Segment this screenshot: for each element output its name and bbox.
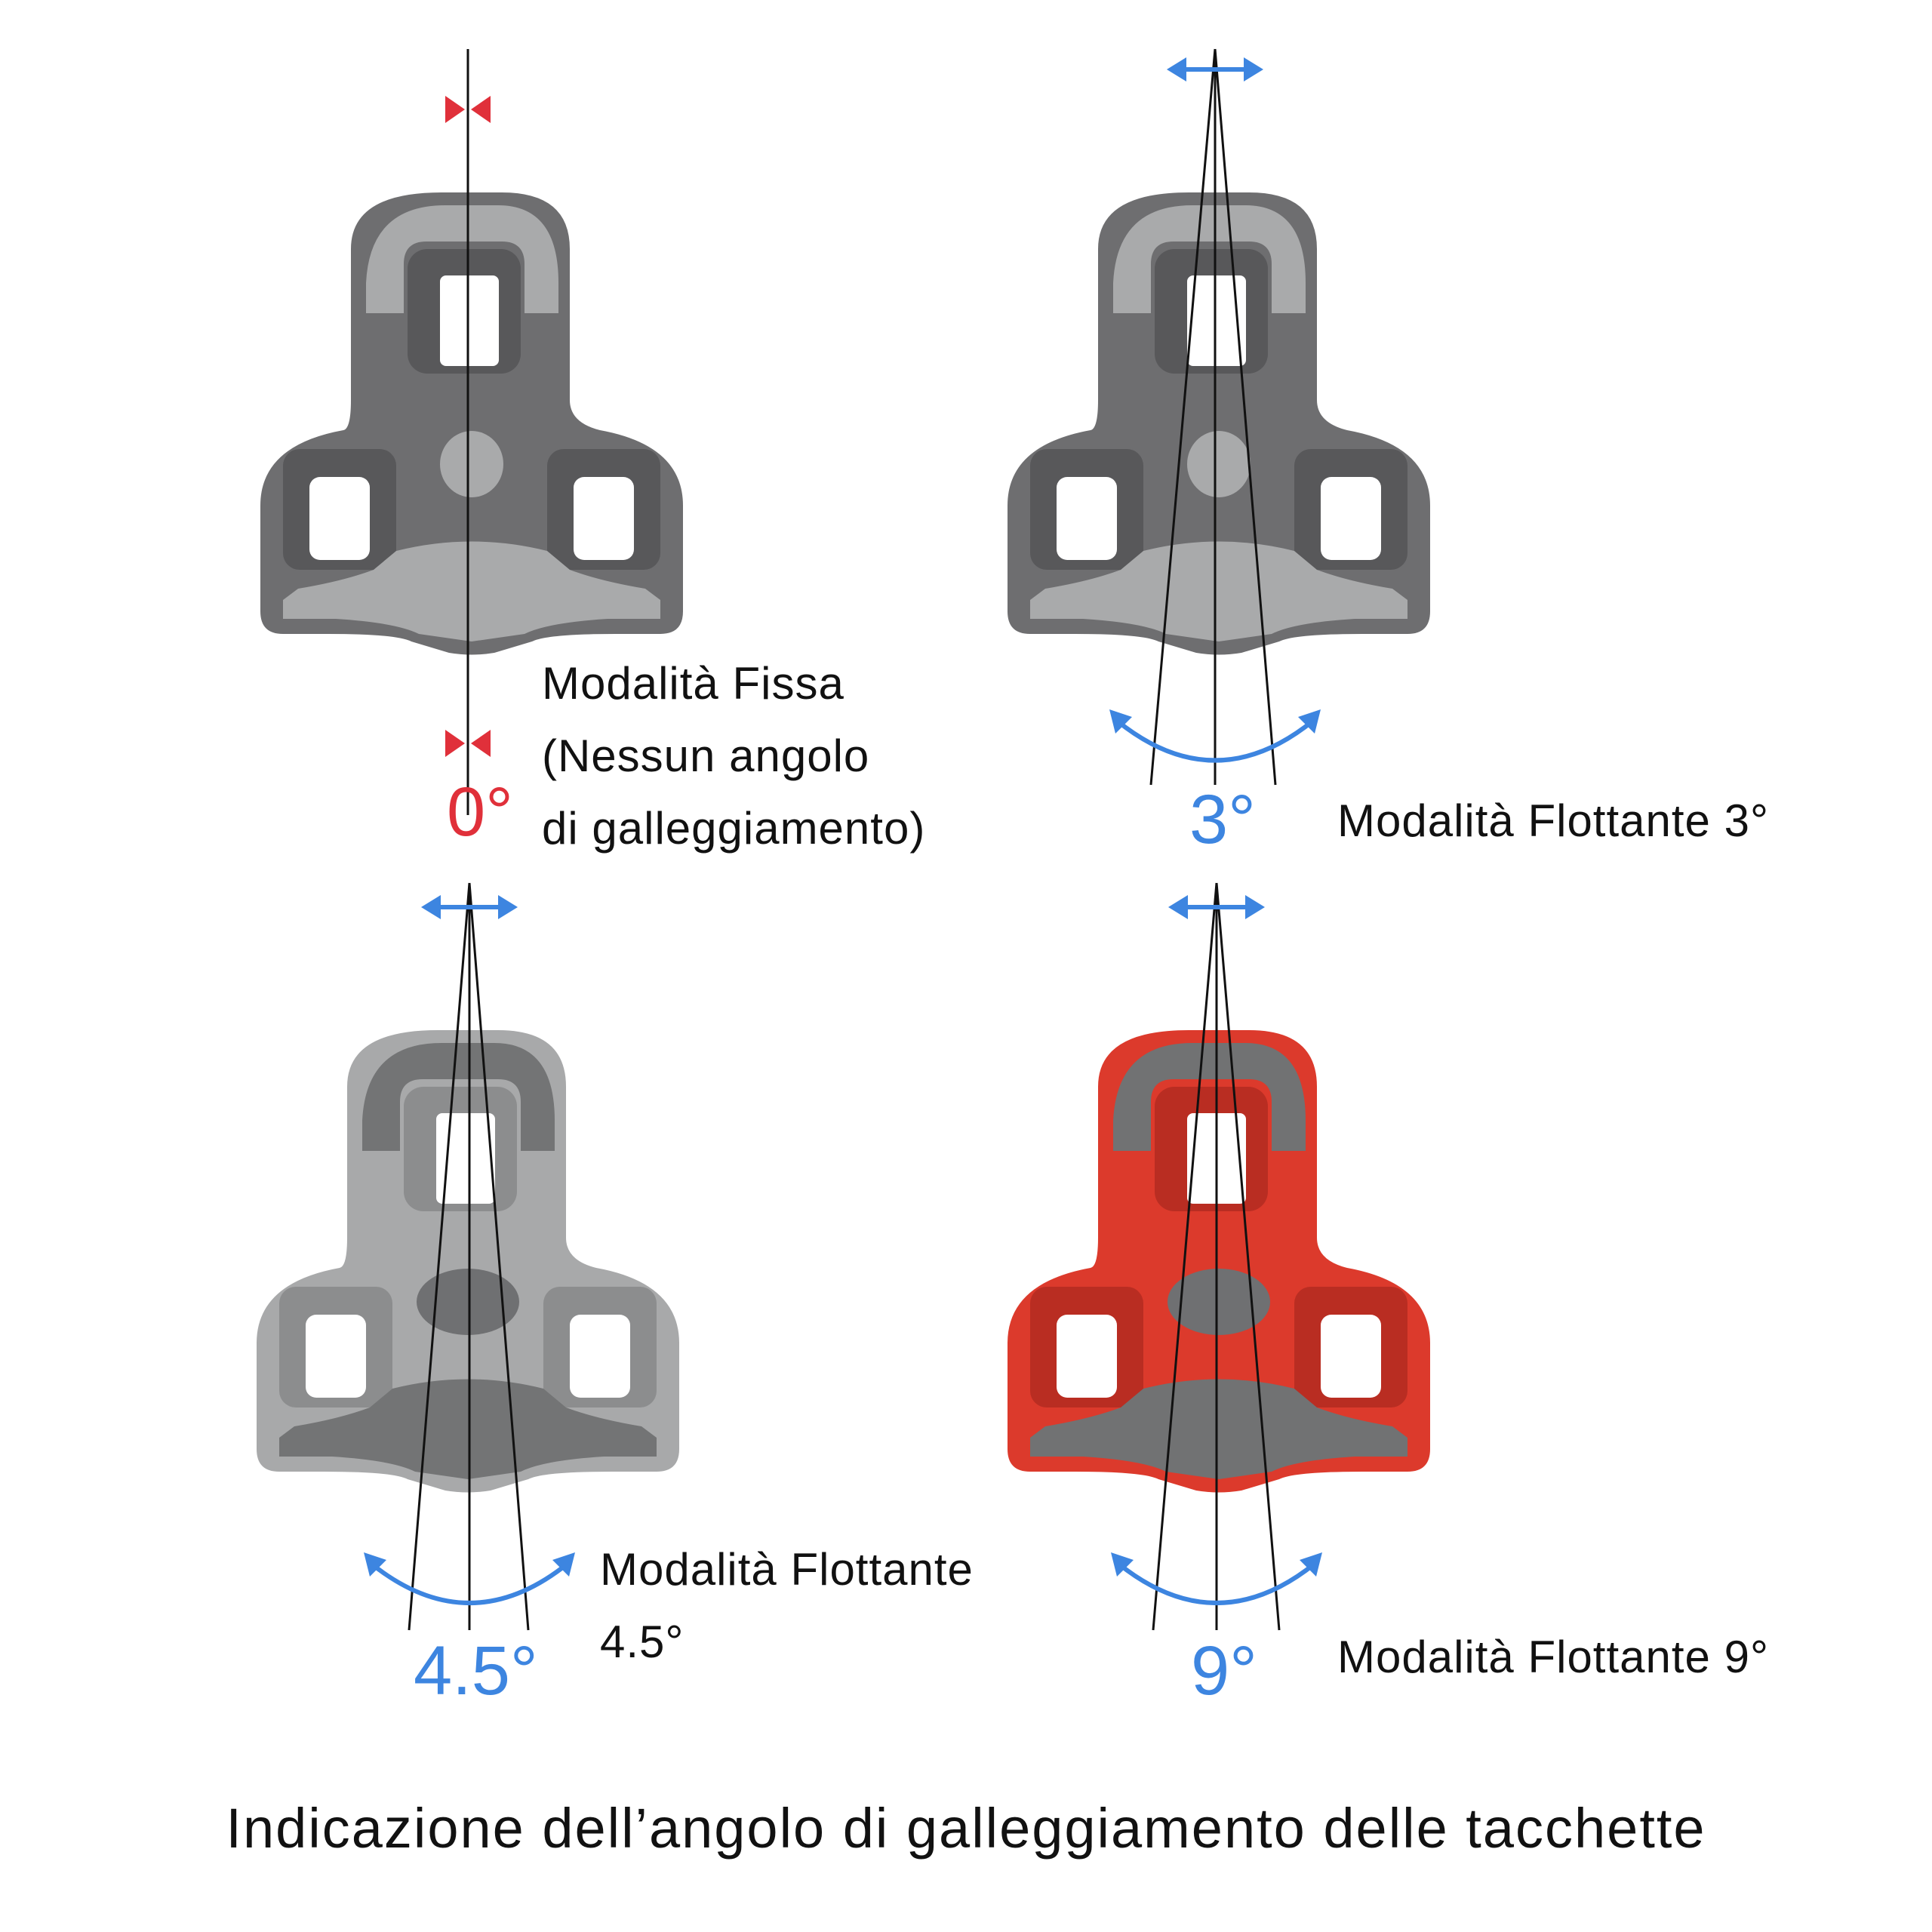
mode-line: Modalità Flottante <box>600 1544 974 1595</box>
red-inward-triangle-icon <box>445 96 491 123</box>
mode-description: Modalità Flottante 3° <box>1337 785 1769 857</box>
mode-line: 4.5° <box>600 1617 685 1667</box>
blue-curved-double-arrow-icon <box>1109 709 1321 763</box>
bottom-grip-pad <box>283 541 660 641</box>
left-mount-hole <box>1057 1315 1117 1398</box>
top-grip-pad <box>1113 1043 1306 1151</box>
angle-value: 4.5° <box>414 1632 538 1709</box>
cleat-shape <box>1008 1030 1430 1493</box>
left-mount-hole <box>306 1315 366 1398</box>
mode-description: Modalità Fissa (Nessun angolo di gallegg… <box>542 648 925 865</box>
blue-curved-double-arrow-icon <box>1111 1552 1322 1605</box>
panel-float-9: 9° Modalità Flottante 9° <box>755 838 1768 1728</box>
top-slot-hole <box>436 1113 495 1204</box>
top-grip-pad <box>1113 205 1306 313</box>
cleat-shape <box>260 192 683 655</box>
blue-curved-double-arrow-icon <box>364 1552 575 1605</box>
angle-value: 0° <box>447 774 513 851</box>
mode-line: Modalità Flottante 3° <box>1337 795 1769 846</box>
blue-double-arrow-icon <box>1168 895 1265 919</box>
blue-double-arrow-icon <box>421 895 518 919</box>
left-mount-hole <box>309 477 370 560</box>
center-boss <box>1168 1269 1270 1335</box>
bottom-grip-pad <box>1030 541 1407 641</box>
top-grip-pad <box>362 1043 555 1151</box>
top-grip-pad <box>366 205 558 313</box>
mode-line: (Nessun angolo <box>542 731 870 781</box>
cleat-figure-float-9 <box>1008 882 1430 1631</box>
top-slot-hole <box>1187 275 1246 366</box>
center-boss <box>1187 431 1251 497</box>
mode-description: Modalità Flottante 4.5° <box>600 1534 974 1678</box>
bottom-grip-pad <box>1030 1379 1407 1479</box>
right-mount-hole <box>1321 477 1381 560</box>
mode-description: Modalità Flottante 9° <box>1337 1621 1769 1694</box>
angle-value: 3° <box>1189 781 1256 858</box>
cleat-figure-fixed <box>260 49 683 815</box>
cleat-figure-float-4-5 <box>257 882 679 1631</box>
panel-fixed-mode: 0° Modalità Fissa (Nessun angolo di gall… <box>0 0 966 891</box>
panel-float-4-5: 4.5° Modalità Flottante 4.5° <box>0 838 973 1728</box>
center-boss <box>440 431 503 497</box>
blue-double-arrow-icon <box>1167 57 1263 82</box>
top-slot-hole <box>440 275 499 366</box>
angle-value: 9° <box>1191 1632 1257 1709</box>
right-mount-hole <box>570 1315 630 1398</box>
center-boss <box>417 1269 519 1335</box>
mode-line: Modalità Flottante 9° <box>1337 1632 1769 1682</box>
right-mount-hole <box>574 477 634 560</box>
mode-line: Modalità Fissa <box>542 658 844 709</box>
float-lines <box>1149 48 1277 786</box>
bottom-grip-pad <box>279 1379 657 1479</box>
diagram-title: Indicazione dell’angolo di galleggiament… <box>226 1797 1706 1860</box>
right-mount-hole <box>1321 1315 1381 1398</box>
float-lines <box>408 882 530 1631</box>
cleat-figure-float-3 <box>1008 48 1430 786</box>
cleat-shape <box>257 1030 679 1493</box>
left-mount-hole <box>1057 477 1117 560</box>
red-inward-triangle-icon <box>445 730 491 757</box>
cleat-shape <box>1008 192 1430 655</box>
mode-line: di galleggiamento) <box>542 803 926 854</box>
float-lines <box>1152 882 1281 1631</box>
panel-float-3: 3° Modalità Flottante 3° <box>755 0 1768 891</box>
